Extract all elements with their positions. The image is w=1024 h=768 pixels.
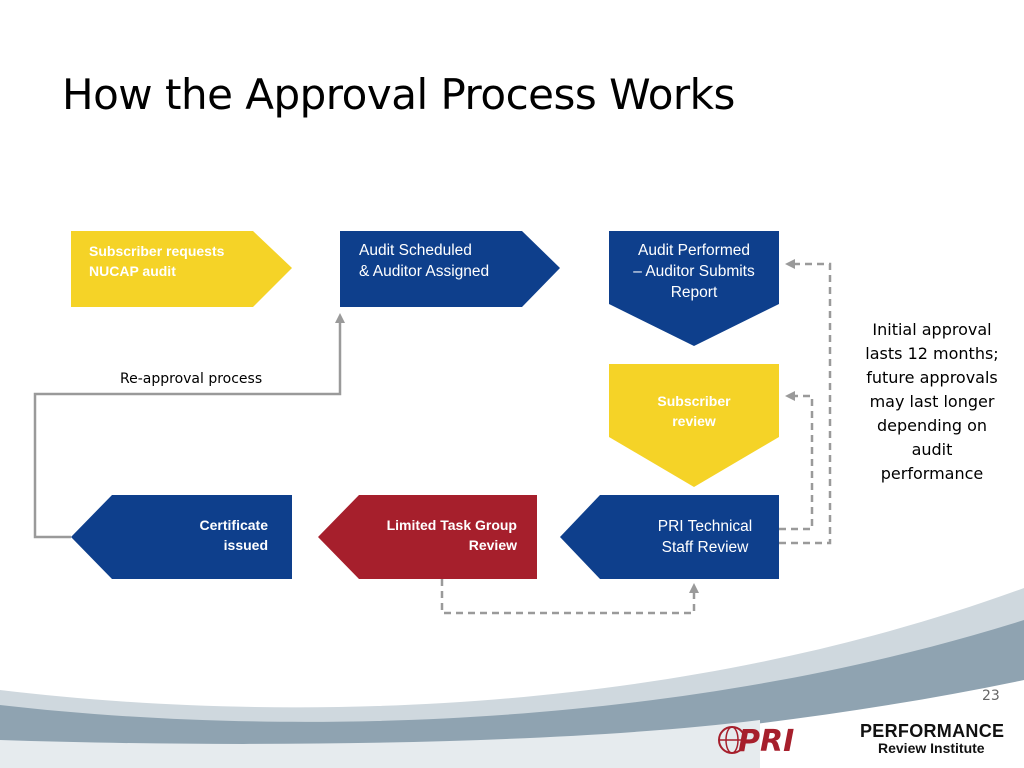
logo-line2: Review Institute: [878, 740, 985, 756]
audit-scheduled-label: Audit Scheduled & Auditor Assigned: [359, 242, 490, 280]
ltg-review-label: Limited Task Group Review: [386, 517, 517, 553]
audit-scheduled-shape: [340, 231, 560, 307]
pri-to-audit-connector: [779, 259, 832, 545]
pri-logo: PRI PERFORMANCE Review Institute: [712, 718, 1012, 762]
reapproval-connector: [33, 313, 345, 539]
ltg-review-shape: [318, 495, 537, 579]
ltg-to-pri-connector: [440, 579, 699, 615]
reapproval-label: Re-approval process: [120, 371, 263, 387]
certificate-label: Certificate issued: [199, 517, 268, 553]
dashed-connectors: [440, 259, 832, 615]
logo-mark: PRI: [738, 724, 794, 759]
logo-line1: PERFORMANCE: [860, 721, 1005, 741]
audit-performed-shape: [609, 231, 779, 346]
subscriber-review-label: Subscriber review: [657, 393, 731, 429]
audit-performed-label: Audit Performed – Auditor Submits Report: [633, 242, 755, 301]
approval-duration-note: Initial approval lasts 12 months; future…: [865, 320, 999, 483]
page-title: How the Approval Process Works: [62, 70, 735, 119]
pri-review-shape: [560, 495, 779, 579]
certificate-shape: [71, 495, 292, 579]
page-number: 23: [982, 688, 1000, 704]
subscriber-request-shape: [71, 231, 292, 307]
decorative-waves: [0, 588, 1024, 768]
pri-review-label: PRI Technical Staff Review: [657, 518, 753, 556]
globe-icon: PRI: [718, 724, 794, 759]
pri-to-subscriber-connector: [779, 391, 814, 531]
subscriber-request-label: Subscriber requests NUCAP audit: [89, 243, 225, 279]
subscriber-review-shape: [609, 364, 779, 487]
